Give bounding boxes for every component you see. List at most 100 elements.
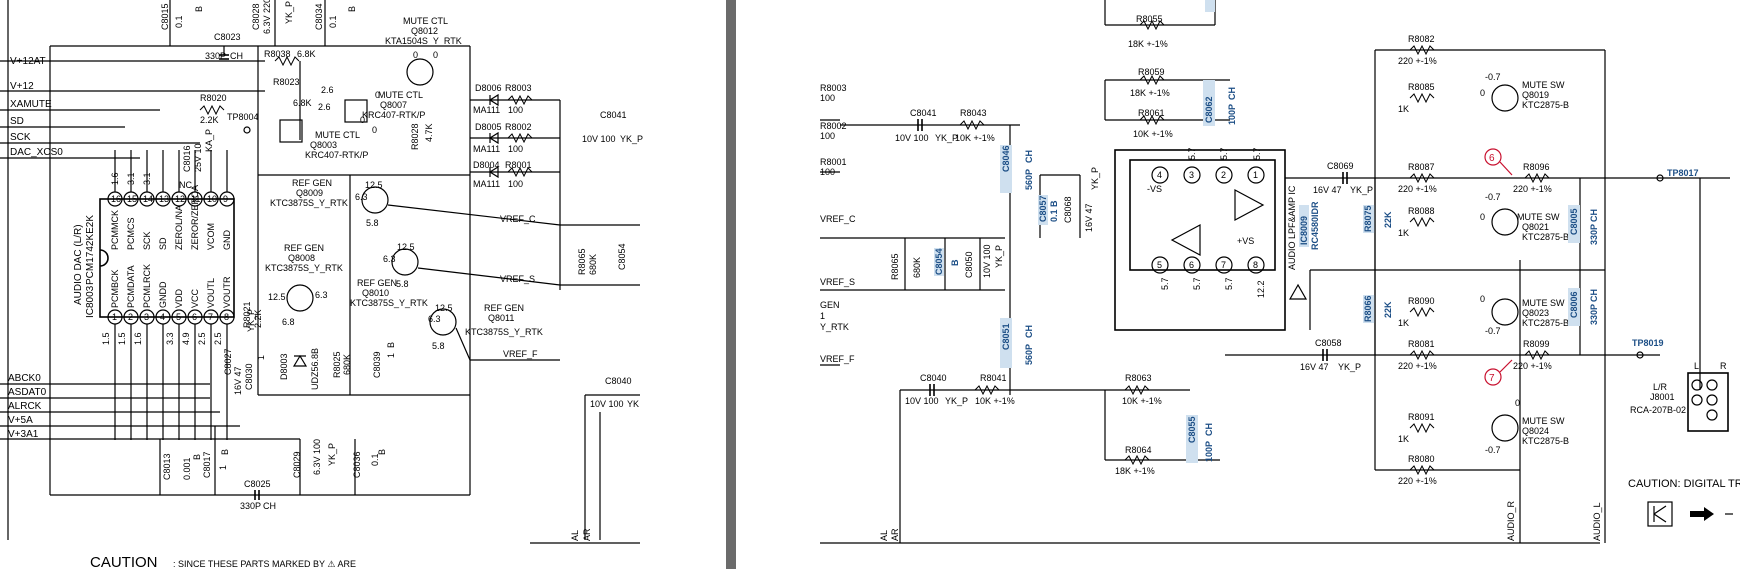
pin-name: VOUTR	[222, 276, 232, 308]
res-val: 10K +-1%	[955, 133, 995, 143]
res-ref: R8075	[1363, 205, 1373, 232]
volt-label: 2.5	[197, 332, 207, 345]
res-val: 2.2K	[200, 115, 219, 125]
volt-label: 5.7	[1219, 147, 1229, 160]
res-ref: R8091	[1408, 412, 1435, 422]
transistor-ref: Q8011	[488, 313, 514, 323]
pin-number: 1	[112, 312, 117, 322]
rail-label: DAC_XCS0	[10, 147, 63, 158]
res-val: 1K	[1398, 434, 1409, 444]
tp-label: TP8019	[1632, 338, 1664, 348]
transistor-ref: Q8008	[288, 253, 315, 263]
transistor-symbol	[344, 99, 368, 123]
transistor-part: KRC407-RTK/P	[362, 110, 425, 120]
volt-label: 0	[1480, 294, 1485, 304]
res-ref: R8082	[1408, 34, 1435, 44]
cap-val: 1	[386, 353, 396, 358]
cap-ref: C8013	[162, 453, 172, 480]
res-val: 220 +-1%	[1513, 361, 1552, 371]
cap-ref: C8034	[314, 3, 324, 30]
pin-name: VCOM	[206, 223, 216, 250]
res-val: 18K +-1%	[1130, 88, 1170, 98]
res-ref: R8055	[1136, 14, 1163, 24]
volt-label: 0	[372, 125, 377, 135]
rail-label: V+12AT	[10, 56, 46, 67]
cap-type: CH	[1024, 325, 1034, 338]
res-ref: R8065	[577, 248, 587, 275]
transistor-symbol	[1491, 84, 1519, 112]
pin-number: 4	[1157, 170, 1162, 180]
net-label: AL	[570, 530, 580, 541]
transistor-func: MUTE CTL	[315, 130, 360, 140]
cap-ref: C8016	[182, 145, 192, 172]
cap-ref: C8055	[1187, 416, 1197, 443]
pin-number: 6	[1189, 260, 1194, 270]
ic-ref: IC8009	[1299, 216, 1309, 245]
res-val: 100	[508, 179, 523, 189]
cap-ref: C8062	[1204, 96, 1214, 123]
rail-label: XAMUTE	[10, 99, 52, 110]
cap-type: CH	[1227, 87, 1237, 100]
rail-label: V+3A1	[8, 429, 39, 440]
res-val: 22K	[1383, 211, 1393, 228]
cap-ref: C8058	[1315, 338, 1342, 348]
net-label: VREF_F	[503, 349, 538, 359]
diode-part: UDZ56.8B	[310, 348, 320, 390]
res-ref: R8080	[1408, 454, 1435, 464]
pin-number: 12	[175, 194, 185, 204]
res-val: 1K	[1398, 318, 1409, 328]
rail-label: SCK	[10, 132, 31, 143]
cap-type: CH	[1204, 423, 1214, 436]
net-label: AUDIO_L	[1592, 502, 1602, 541]
volt-label: -0.7	[1485, 192, 1501, 202]
res-val: 220 +-1%	[1398, 56, 1437, 66]
ic-ref: IC8003	[85, 285, 96, 318]
res-ref: R8025	[332, 351, 342, 378]
page-divider	[726, 0, 736, 569]
cap-val: 6.3V 100	[312, 439, 322, 475]
transistor-func: MUTE SW	[1522, 298, 1565, 308]
cap-val: 0.1	[174, 15, 184, 28]
edge-label: VREF_C	[820, 214, 856, 224]
volt-label: 0	[413, 50, 418, 60]
volt-label: 5.7	[1252, 147, 1262, 160]
volt-label: 0	[1480, 212, 1485, 222]
cap-type: CH	[263, 501, 276, 511]
marker-7: 7	[1489, 373, 1495, 384]
cap-ref: C8025	[244, 479, 271, 489]
transistor-part: KTC3875S_Y_RTK	[465, 327, 543, 337]
transistor-part: KTC2875-B	[1522, 232, 1569, 242]
arrow-icon	[1690, 507, 1714, 521]
net-label: VREF_S	[500, 274, 535, 284]
cap-val: 16V 47	[1084, 203, 1094, 232]
cap-ref: C8017	[202, 451, 212, 478]
cap-ref: C8046	[1001, 145, 1011, 172]
transistor-func: REF GEN	[484, 303, 524, 313]
cap-ref: C8051	[1001, 323, 1011, 350]
cap-val: 25V 10	[193, 143, 203, 172]
edge-label: R8003	[820, 83, 847, 93]
cap-type: B	[192, 454, 202, 460]
transistor-part: KTC2875-B	[1522, 436, 1569, 446]
cap-type: KA_P	[204, 129, 214, 152]
transistor-part: KRC407-RTK/P	[305, 150, 368, 160]
diode-ref: D8006	[475, 83, 502, 93]
pin-number: 5	[176, 312, 181, 322]
res-ref: R8021	[242, 301, 252, 328]
pin-number: 1	[1253, 170, 1258, 180]
cap-type: B	[1049, 200, 1059, 207]
rail-label: ABCK0	[8, 373, 41, 384]
pin-circle	[1247, 166, 1265, 184]
volt-label: -0.7	[1485, 445, 1501, 455]
pin-number: 5	[1157, 260, 1162, 270]
net-label: AR	[582, 528, 592, 541]
cap-val: 10V 100	[590, 399, 624, 409]
transistor-func: REF GEN	[284, 243, 324, 253]
pin-name: VCC	[190, 288, 200, 308]
cap-type: B	[377, 449, 387, 455]
pin-name: VDD	[174, 288, 184, 308]
pin-circle	[1215, 166, 1233, 184]
pin-number: 2	[128, 312, 133, 322]
cap-type: B	[950, 259, 960, 266]
volt-label: 2.6	[318, 102, 331, 112]
